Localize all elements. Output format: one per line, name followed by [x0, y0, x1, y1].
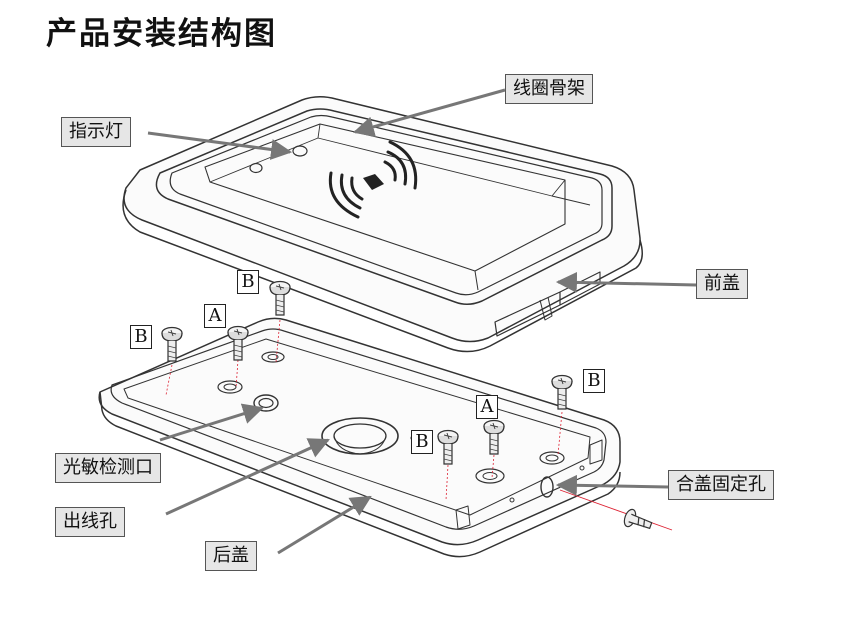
leader-arrows	[147, 88, 697, 555]
label-coil-frame: 线圈骨架	[505, 74, 593, 104]
label-light-sensor: 光敏检测口	[55, 453, 161, 483]
screw-b-top	[269, 280, 291, 316]
label-cable-hole: 出线孔	[55, 507, 125, 537]
tag-screw-a-left: A	[204, 304, 226, 328]
tag-screw-b-bottom: B	[411, 430, 433, 454]
back-cover-shape	[98, 317, 621, 558]
tag-screw-b-left: B	[130, 325, 152, 349]
label-back-cover: 后盖	[205, 541, 257, 571]
screw-b-left	[161, 326, 183, 362]
tag-screw-a-right: A	[476, 395, 498, 419]
label-cover-fix-hole: 合盖固定孔	[668, 470, 774, 500]
tag-screw-b-top: B	[237, 270, 259, 294]
label-front-cover: 前盖	[696, 269, 748, 299]
rfid-coil-symbol	[328, 140, 418, 219]
alignment-lines	[165, 319, 673, 531]
front-cover-shape	[122, 96, 643, 353]
tag-screw-b-right: B	[583, 369, 605, 393]
label-indicator: 指示灯	[61, 117, 131, 147]
cover-fix-screw	[623, 508, 653, 530]
page-title: 产品安装结构图	[46, 16, 277, 52]
